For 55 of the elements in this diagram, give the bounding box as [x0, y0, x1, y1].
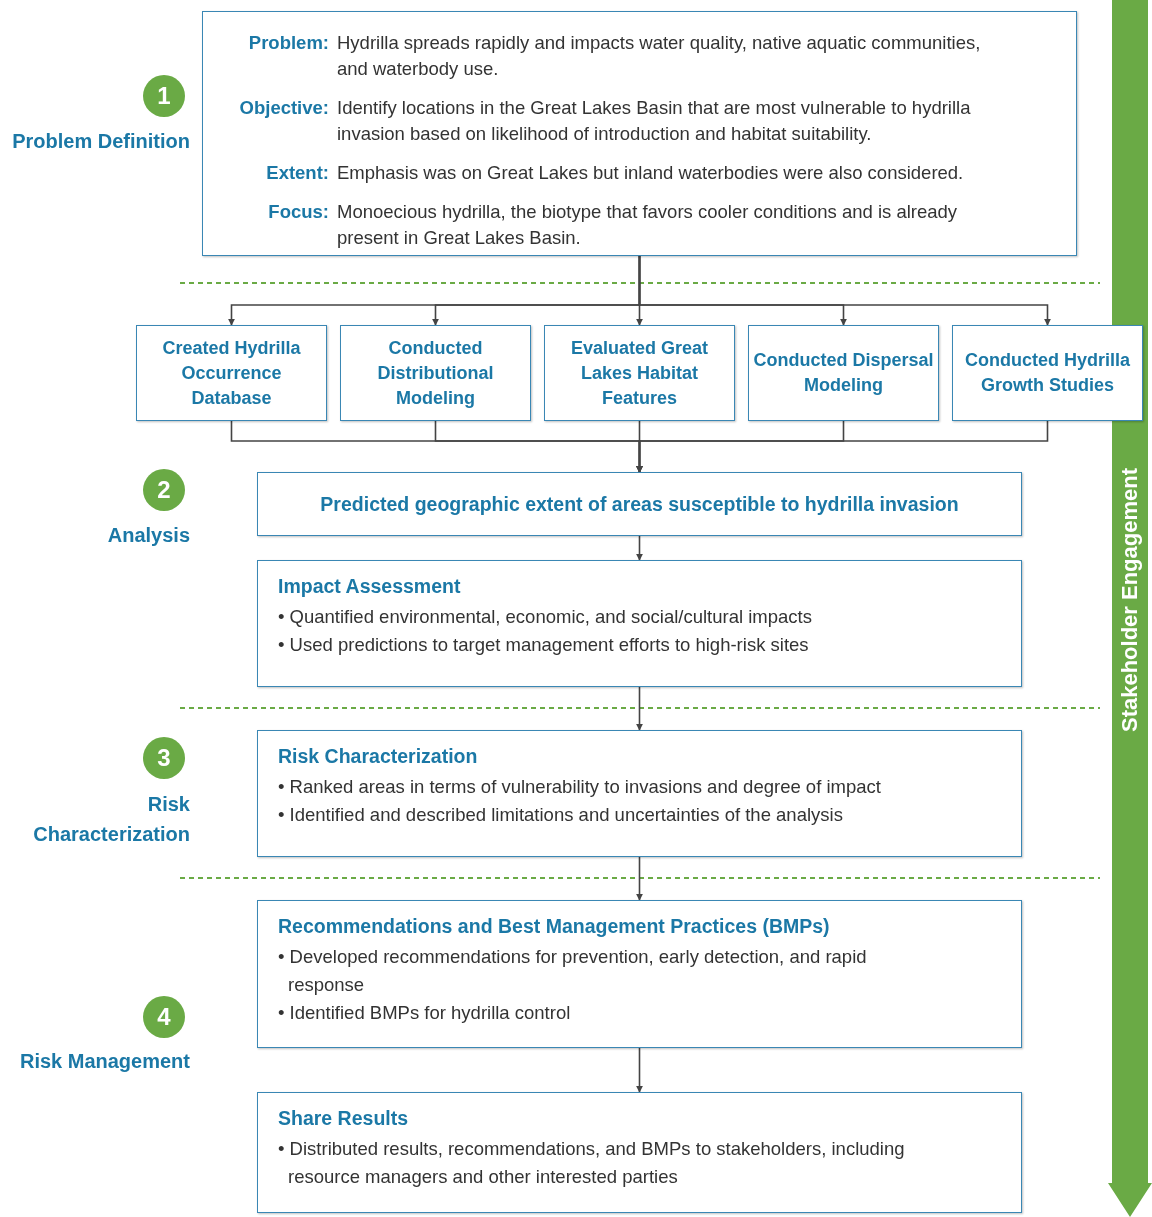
- bullet-text: • Used predictions to target management efforts to high-risk sites: [278, 633, 810, 657]
- process-box: [257, 1092, 1022, 1213]
- step-label: Risk Management: [18, 1049, 190, 1074]
- step-number: 1: [157, 82, 171, 110]
- box-heading: Impact Assessment: [278, 574, 462, 599]
- bullet-text: • Distributed results, recommendations, and BMPs to stakeholders, including resource managers and other interested parties: [278, 1137, 906, 1189]
- connector-arrow: [636, 686, 643, 731]
- process-box: [952, 325, 1143, 421]
- process-box: [257, 900, 1022, 1048]
- process-box: [257, 472, 1022, 536]
- box-label: Created Hydrilla Occurrence Database: [161, 336, 302, 410]
- box-heading: Recommendations and Best Management Practices (BMPs): [278, 914, 831, 939]
- step-label: Analysis: [106, 523, 190, 548]
- step-number: 3: [157, 744, 171, 772]
- connector-arrow: [636, 420, 1049, 473]
- process-box: [136, 325, 327, 421]
- bullet-text: • Quantified environmental, economic, and social/cultural impacts: [278, 605, 813, 629]
- number-circle: [143, 737, 185, 779]
- process-box: [340, 325, 531, 421]
- description-text: Emphasis was on Great Lakes but inland waterbodies were also considered.: [337, 161, 965, 185]
- field-label: Focus:: [267, 200, 329, 224]
- number-circle: [143, 469, 185, 511]
- step-label: Risk Characterization: [32, 792, 190, 847]
- description-text: Identify locations in the Great Lakes Basin that are most vulnerable to hydrilla invasion based on likelihood of introduction and habitat suitability.: [337, 96, 972, 146]
- box-label: Evaluated Great Lakes Habitat Features: [569, 336, 710, 410]
- process-box: [748, 325, 939, 421]
- box-label: Conducted Hydrilla Growth Studies: [964, 349, 1131, 397]
- step-number: 4: [157, 1003, 171, 1031]
- bullet-text: • Ranked areas in terms of vulnerability to invasions and degree of impact: [278, 775, 882, 799]
- description-text: Monoecious hydrilla, the biotype that favors cooler conditions and is already present in Great Lakes Basin.: [337, 200, 959, 250]
- field-label: Objective:: [238, 96, 329, 120]
- bullet-text: • Identified BMPs for hydrilla control: [278, 1001, 572, 1025]
- connector-arrow: [636, 1047, 643, 1093]
- number-circle: [143, 996, 185, 1038]
- process-box: [257, 560, 1022, 687]
- step-label: Problem Definition: [11, 129, 190, 154]
- bullet-text: • Developed recommendations for prevention, early detection, and rapid response: [278, 945, 868, 997]
- description-text: Hydrilla spreads rapidly and impacts water quality, native aquatic communities, and waterbody use.: [337, 31, 982, 81]
- field-label: Extent:: [265, 161, 329, 185]
- connector-arrow: [638, 255, 1051, 326]
- text-box: [202, 11, 1077, 256]
- step-number: 2: [157, 476, 171, 504]
- box-heading: Share Results: [278, 1106, 410, 1131]
- bullet-text: • Identified and described limitations and uncertainties of the analysis: [278, 803, 844, 827]
- band-label: Stakeholder Engagement: [1117, 467, 1143, 732]
- box-label: Conducted Distributional Modeling: [376, 336, 495, 410]
- process-box: [257, 730, 1022, 857]
- connector-arrow: [636, 856, 643, 901]
- box-heading: Risk Characterization: [278, 744, 479, 769]
- box-label: Predicted geographic extent of areas susceptible to hydrilla invasion: [320, 492, 959, 516]
- number-circle: [143, 75, 185, 117]
- field-label: Problem:: [247, 31, 329, 55]
- process-box: [544, 325, 735, 421]
- box-label: Conducted Dispersal Modeling: [752, 349, 935, 397]
- connector-arrow: [636, 535, 643, 561]
